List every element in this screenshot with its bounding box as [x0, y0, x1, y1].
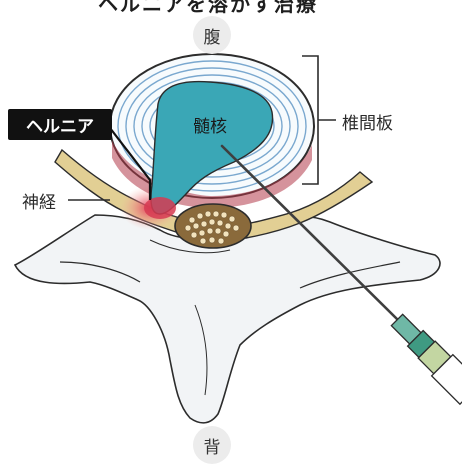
syringe-hub: [386, 309, 462, 404]
label-nerve: 神経: [22, 188, 56, 213]
label-back: 背: [193, 426, 231, 464]
label-nucleus: 髄核: [193, 112, 227, 137]
label-hernia: ヘルニア: [8, 109, 112, 140]
label-belly: 腹: [193, 16, 231, 54]
label-disc: 椎間板: [342, 109, 393, 134]
hernia-bulge: [144, 197, 176, 219]
